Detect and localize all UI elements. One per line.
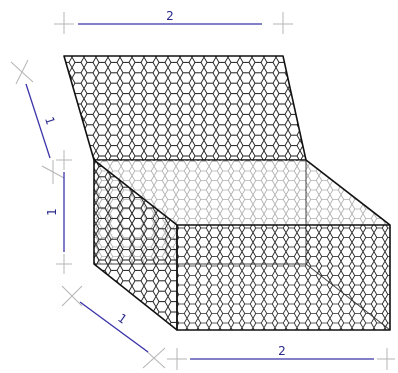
dim-height: 1 <box>45 150 72 274</box>
dim-lid-depth: 1 <box>10 59 65 184</box>
dim-top-width: 2 <box>54 9 293 34</box>
dim-label-bottom-width: 2 <box>278 344 286 358</box>
dim-bottom-width: 2 <box>167 344 395 370</box>
dim-label-bottom-depth: 1 <box>115 311 129 327</box>
front-panel <box>176 159 391 331</box>
dim-label-lid-depth: 1 <box>42 115 58 127</box>
dim-label-top-width: 2 <box>166 9 174 23</box>
dim-label-height: 1 <box>45 208 59 216</box>
lid-panel <box>63 55 307 161</box>
